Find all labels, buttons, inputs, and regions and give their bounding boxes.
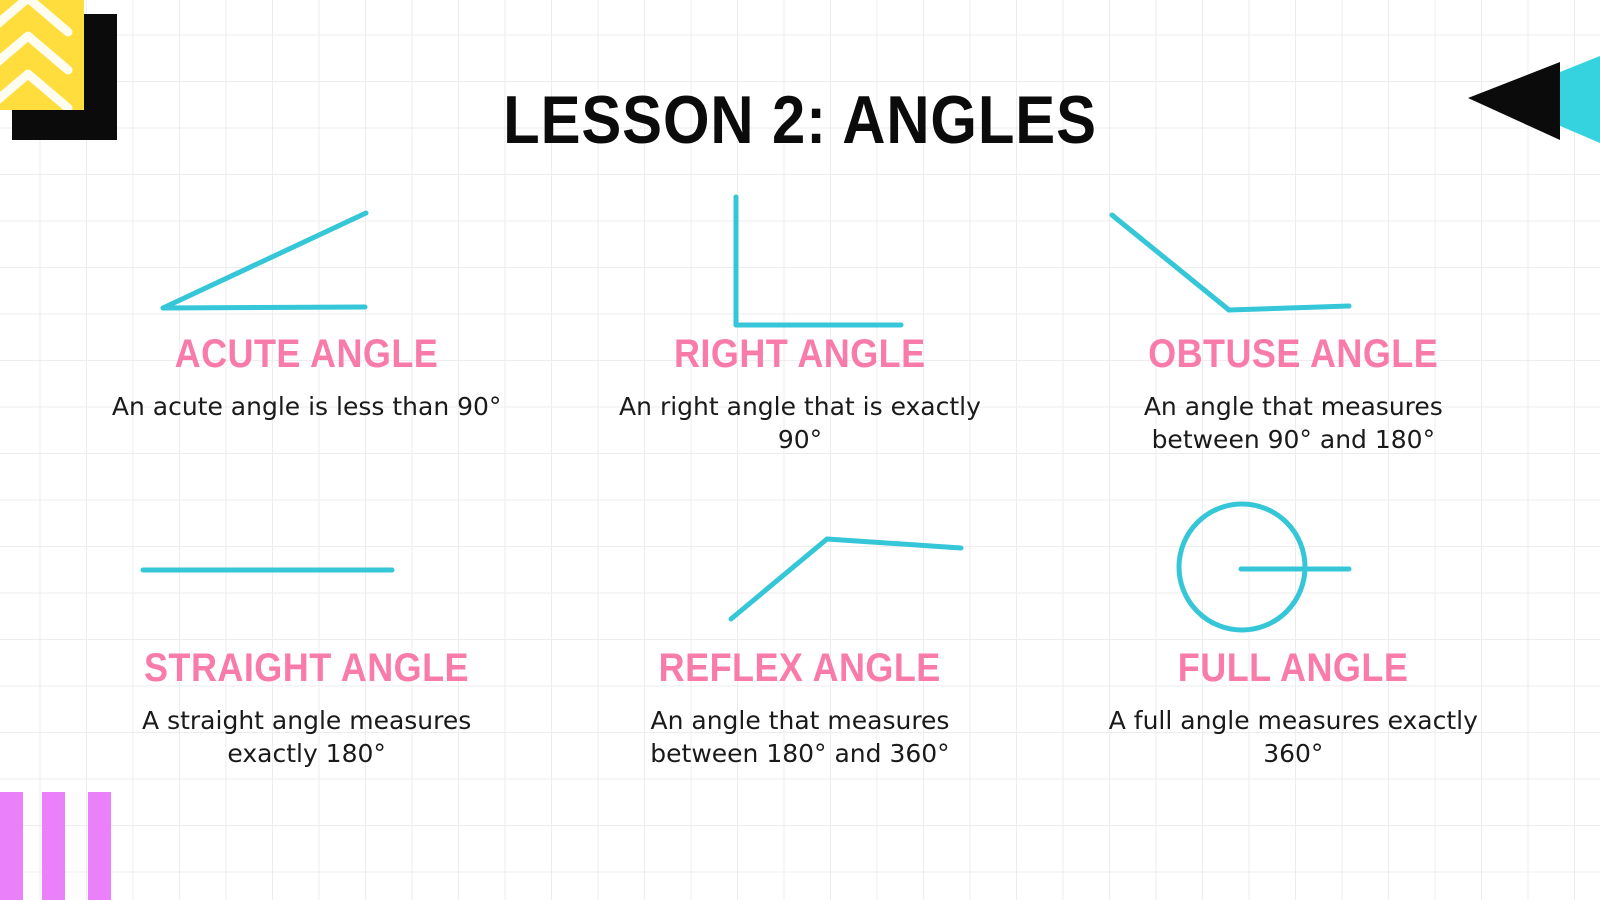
angle-card-reflex: REFLEX ANGLE An angle that measures betw…	[553, 480, 1046, 780]
angle-cards-grid: ACUTE ANGLE An acute angle is less than …	[60, 180, 1540, 780]
chevron-up-icon	[0, 0, 73, 110]
card-body-obtuse: An angle that measures between 90° and 1…	[1143, 392, 1443, 454]
angle-card-right: RIGHT ANGLE An right angle that is exact…	[553, 180, 1046, 480]
right-angle-figure	[553, 180, 1046, 330]
card-heading-acute: ACUTE ANGLE	[174, 332, 439, 376]
card-heading-reflex: REFLEX ANGLE	[658, 646, 942, 690]
straight-angle-figure	[60, 480, 553, 630]
right-angle-diagram	[733, 194, 904, 328]
obtuse-angle-diagram	[1109, 212, 1352, 313]
card-body-acute: An acute angle is less than 90°	[111, 392, 502, 421]
decoration-bottom-left	[0, 790, 130, 900]
angle-card-obtuse: OBTUSE ANGLE An angle that measures betw…	[1047, 180, 1540, 480]
decoration-top-left	[0, 0, 140, 150]
card-body-right: An right angle that is exactly 90°	[619, 392, 981, 454]
acute-angle-diagram	[160, 210, 369, 311]
card-body-reflex: An angle that measures between 180° and …	[650, 706, 950, 768]
full-angle-diagram	[1176, 501, 1352, 633]
angle-card-full: FULL ANGLE A full angle measures exactly…	[1047, 480, 1540, 780]
obtuse-angle-figure	[1047, 180, 1540, 330]
card-body-straight: A straight angle measures exactly 180°	[142, 706, 472, 768]
triangle-left-icon	[1468, 56, 1600, 143]
full-angle-figure	[1047, 480, 1540, 633]
slide-title: LESSON 2: ANGLES	[503, 82, 1097, 158]
straight-angle-diagram	[140, 567, 395, 573]
acute-angle-figure	[60, 180, 553, 330]
angle-card-straight: STRAIGHT ANGLE A straight angle measures…	[60, 480, 553, 780]
purple-bar-2	[42, 792, 65, 900]
angle-card-acute: ACUTE ANGLE An acute angle is less than …	[60, 180, 553, 480]
card-body-full: A full angle measures exactly 360°	[1108, 706, 1478, 768]
purple-bar-3	[88, 792, 111, 900]
purple-bar-1	[0, 792, 23, 900]
card-heading-right: RIGHT ANGLE	[674, 332, 926, 376]
reflex-angle-diagram	[728, 536, 964, 622]
reflex-angle-figure	[553, 480, 1046, 630]
card-heading-full: FULL ANGLE	[1178, 646, 1409, 690]
card-heading-obtuse: OBTUSE ANGLE	[1148, 332, 1439, 376]
card-heading-straight: STRAIGHT ANGLE	[144, 646, 470, 690]
decoration-top-right	[1440, 48, 1600, 148]
